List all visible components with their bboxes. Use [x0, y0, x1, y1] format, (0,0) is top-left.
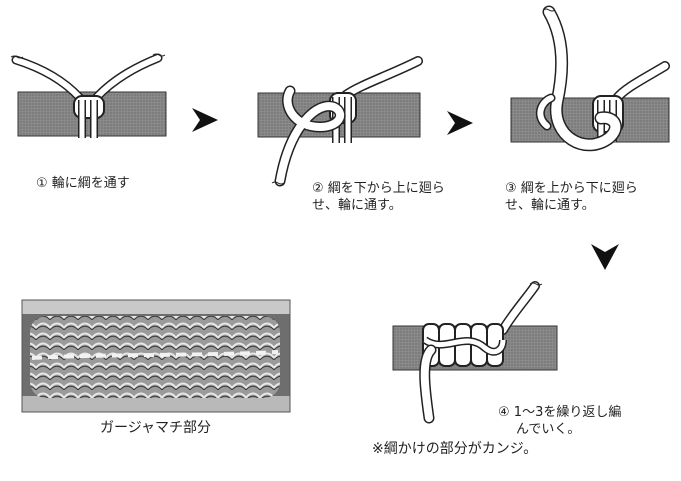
step-2-number: ②	[312, 181, 324, 196]
arrow-right-2-icon	[445, 108, 475, 138]
arrow-right-1-icon	[190, 105, 220, 135]
photo-caption: ガージャマチ部分	[100, 420, 212, 436]
bar	[510, 97, 670, 143]
step-2-text-line-1: 綱を下から上に廻ら	[327, 181, 445, 196]
step-1-text: 輪に綱を通す	[51, 176, 130, 191]
photo	[21, 299, 291, 413]
step-4-text-line-1: 1～3を繰り返し編	[513, 405, 622, 420]
step-4-illustration	[385, 280, 565, 424]
footnote: ※綱かけの部分がカンジ。	[372, 441, 538, 457]
step-4-number: ④	[498, 405, 510, 420]
step-4-text-line-2: んでいく。	[516, 422, 581, 437]
step-1-caption: ① 輪に綱を通す	[36, 175, 130, 192]
step-2-text-line-2: せ、輪に通す。	[312, 198, 402, 213]
step-3-number: ③	[505, 181, 517, 196]
arrow-down-icon	[588, 240, 622, 274]
step-3-text-line-1: 綱を上から下に廻ら	[520, 181, 638, 196]
step-4-caption: ④ 1～3を繰り返し編 んでいく。	[498, 404, 621, 438]
step-2-caption: ② 綱を下から上に廻ら せ、輪に通す。	[312, 180, 445, 214]
step-2-illustration	[250, 55, 430, 195]
step-1-number: ①	[36, 176, 48, 191]
step-3-illustration	[505, 5, 675, 176]
step-1-illustration	[8, 40, 168, 150]
step-3-text-line-2: せ、輪に通す。	[505, 198, 595, 213]
step-3-caption: ③ 綱を上から下に廻ら せ、輪に通す。	[505, 180, 638, 214]
